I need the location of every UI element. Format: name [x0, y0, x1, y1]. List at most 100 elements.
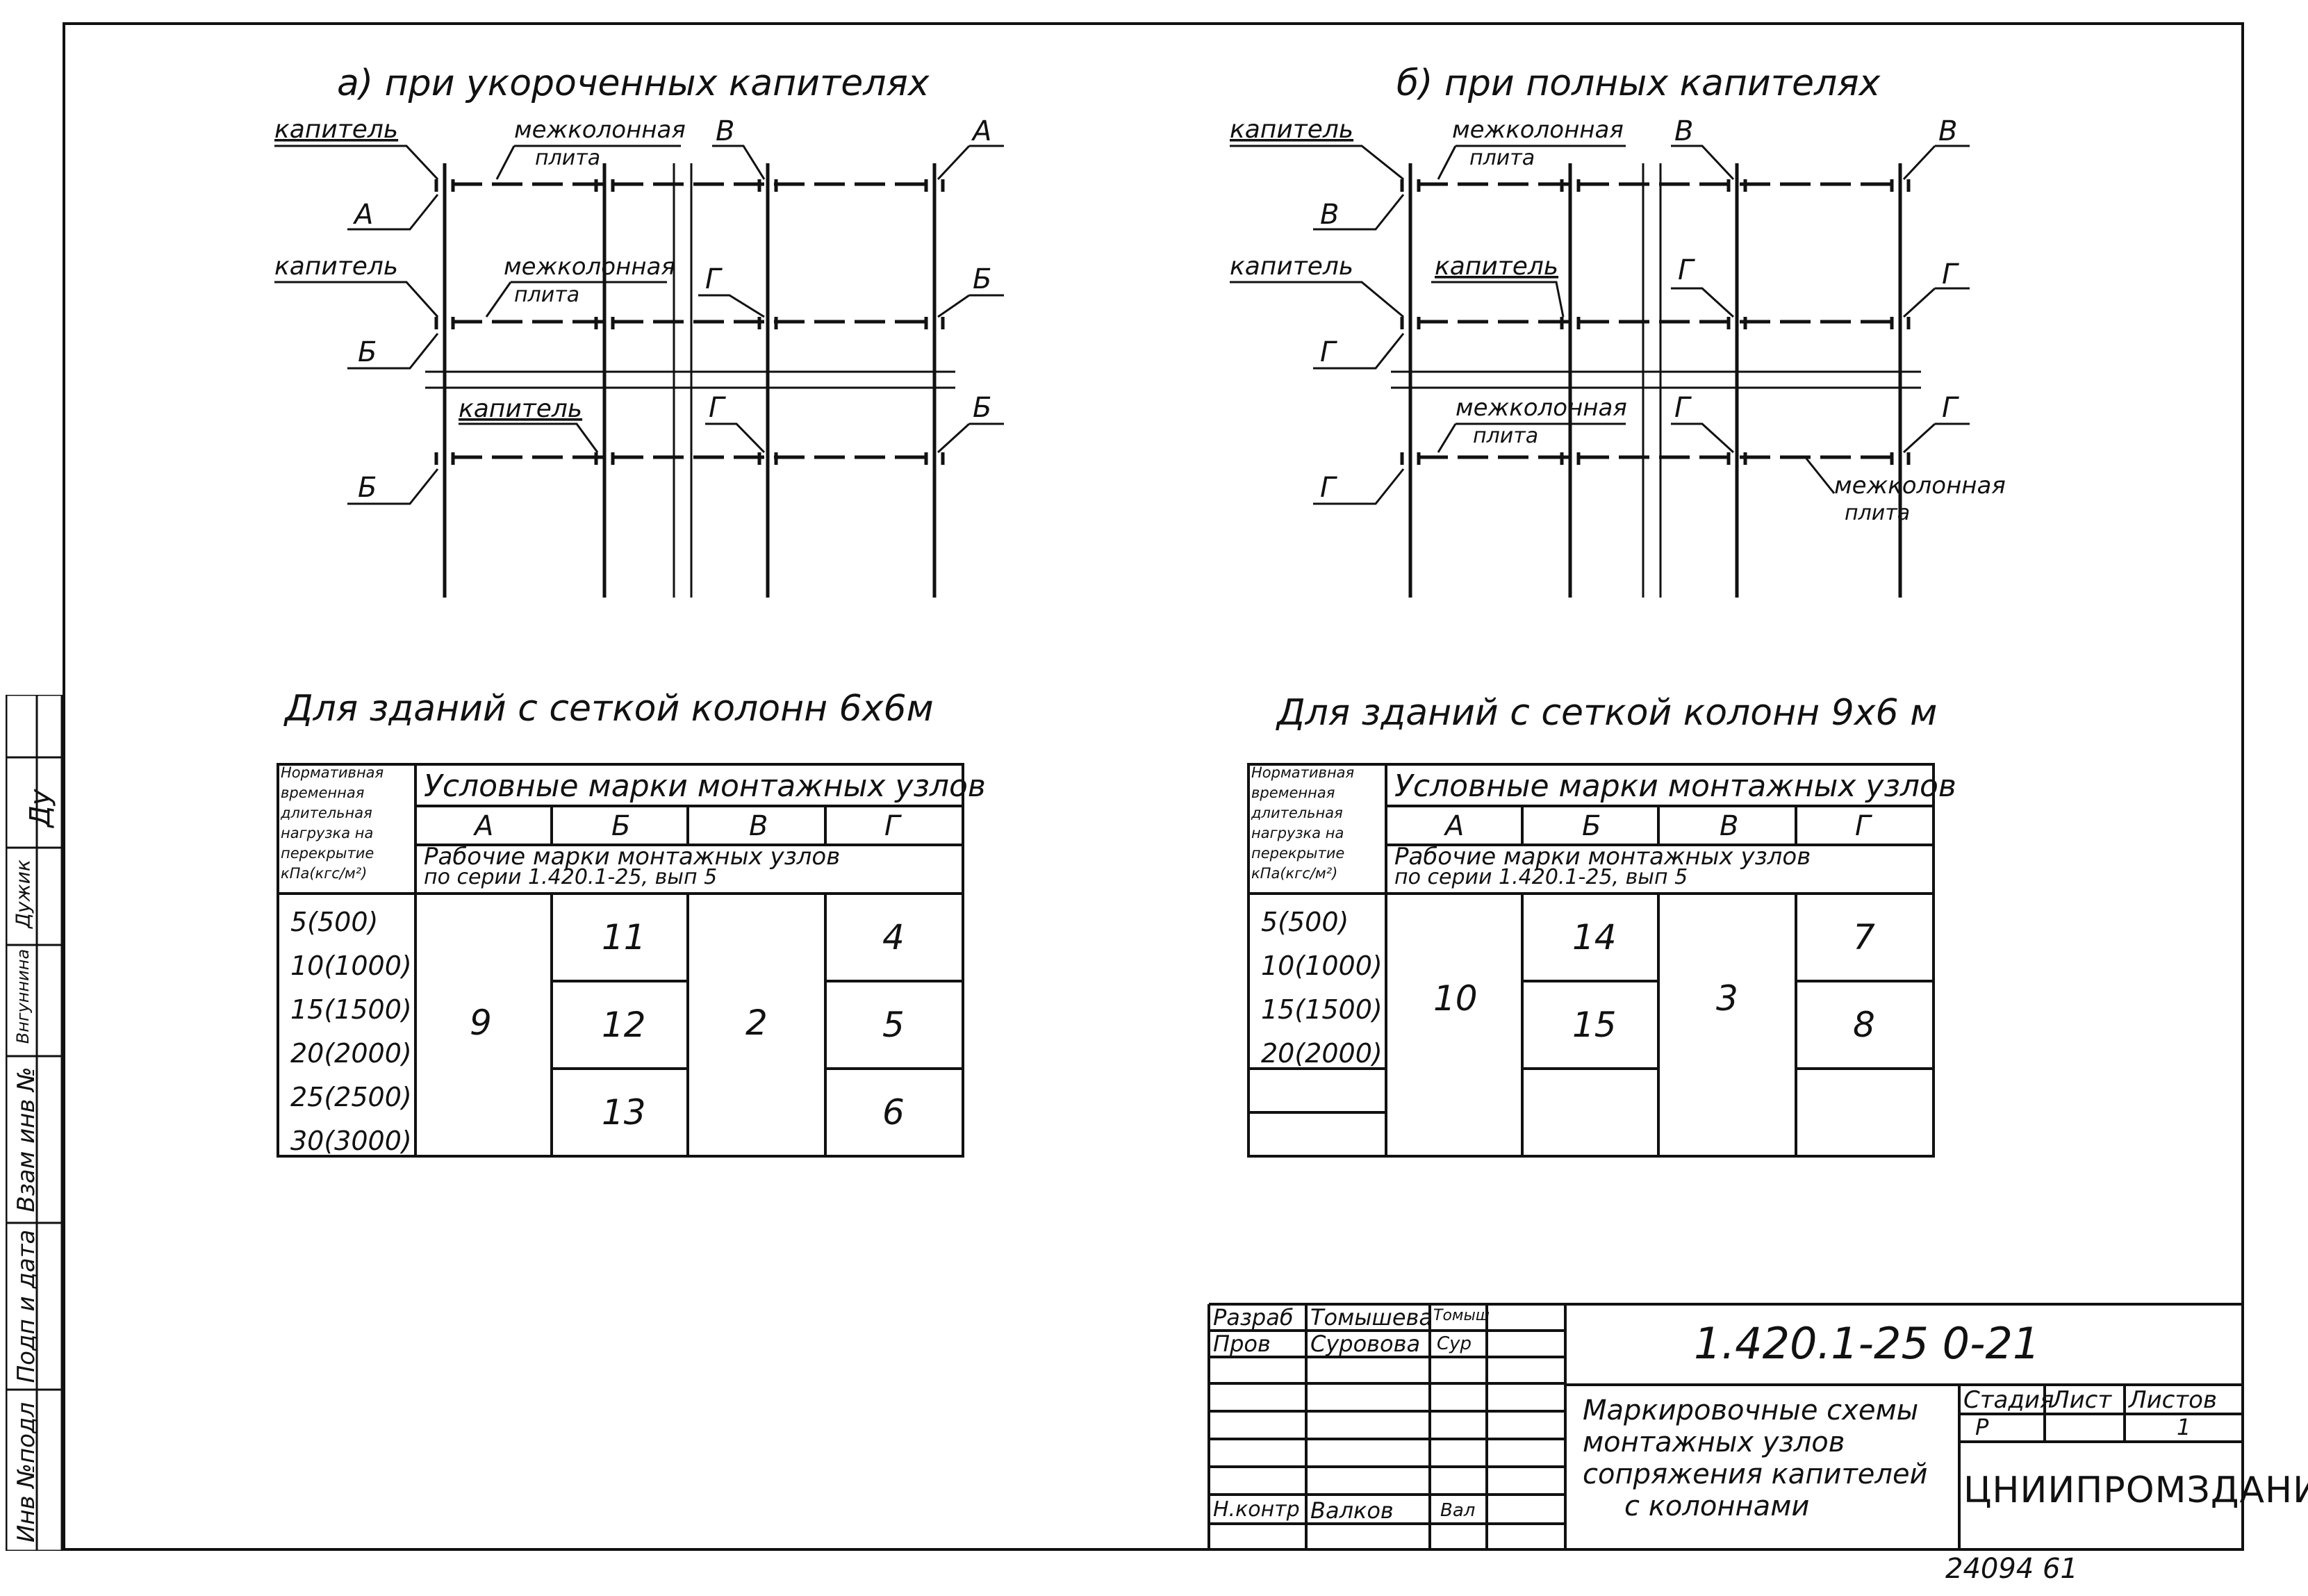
b-label-g-left: Г — [1320, 336, 1337, 368]
b-label-kapitel-3: капитель — [1435, 252, 1558, 281]
b-label-kapitel-2: капитель — [1230, 252, 1353, 281]
t6-col-a: А — [475, 810, 494, 842]
diagram-a-title: а) при укороченных капителях — [337, 63, 930, 104]
stamp-name-0: Томышева — [1310, 1304, 1433, 1331]
t6-load-h5: кПа(кгс/м²) — [281, 865, 368, 882]
b-label-v-right: В — [1938, 115, 1957, 147]
a-label-a-right: А — [971, 115, 991, 147]
t6-col-v: В — [749, 810, 768, 842]
t6-load-header: Нормативная временная длительная нагрузк… — [281, 763, 384, 884]
drawing-frame — [63, 22, 2244, 1551]
archive-number: 24094 61 — [1945, 1553, 2078, 1585]
t6-val-v: 2 — [745, 1003, 768, 1043]
t9-load-2: 15(1500) — [1261, 994, 1383, 1025]
a-label-kapitel-3: капитель — [459, 395, 582, 423]
b-label-g-right: Г — [1942, 258, 1959, 290]
t9-load-header: Нормативная временная длительная нагрузк… — [1251, 763, 1354, 884]
table-6x6-grid — [277, 763, 964, 1158]
stamp-name-1: Суровова — [1310, 1331, 1421, 1357]
t6-val-g0: 4 — [882, 917, 905, 957]
t6-val-a: 9 — [470, 1003, 492, 1043]
t9-val-a: 10 — [1433, 978, 1478, 1019]
stamp-stage-label: Стадия — [1963, 1386, 2054, 1414]
b-label-g-mid: Г — [1678, 254, 1695, 286]
t6-load-4: 25(2500) — [290, 1082, 412, 1112]
t9-col-g: Г — [1855, 810, 1871, 842]
t9-load-list: 5(500) 10(1000) 15(1500) 20(2000) — [1261, 900, 1383, 1076]
side-sign-1: Внгуннина — [13, 948, 33, 1044]
stamp-title-0: Маркировочные схемы — [1583, 1395, 1919, 1426]
b-label-g-left-low: Г — [1320, 472, 1337, 504]
t6-load-0: 5(500) — [290, 907, 379, 937]
a-label-g-low: Г — [709, 392, 726, 424]
a-label-kapitel-2: капитель — [274, 252, 398, 281]
stamp-role-2: Н.контр — [1213, 1497, 1300, 1522]
a-label-kapitel-1: капитель — [274, 115, 398, 144]
side-stamp: Инв №подл Подп и дата Взам инв № Внгунни… — [5, 693, 63, 1552]
t9-val-v: 3 — [1716, 978, 1738, 1019]
b-label-v-left: В — [1320, 199, 1339, 231]
t6-work2: по серии 1.420.1-25, вып 5 — [424, 865, 718, 889]
t6-val-b1: 12 — [602, 1005, 646, 1045]
stamp-role-0: Разраб — [1213, 1304, 1294, 1331]
stamp-code: 1.420.1-25 0-21 — [1694, 1318, 2041, 1369]
a-label-v-top: В — [716, 115, 734, 147]
t9-load-h0: Нормативная — [1251, 764, 1355, 781]
b-label-g-low: Г — [1674, 392, 1692, 424]
stamp-org: ЦНИИПРОМЗДАНИЙ — [1963, 1470, 2308, 1511]
side-label-vzam-inv: Взам инв № — [13, 1067, 40, 1212]
t6-col-g: Г — [884, 810, 900, 842]
t9-load-h5: кПа(кгс/м²) — [1251, 865, 1338, 882]
a-label-b-right: Б — [973, 263, 991, 295]
t6-load-5: 30(3000) — [290, 1126, 412, 1156]
stamp-sign-1: Сур — [1437, 1333, 1472, 1354]
stamp-sheets-value: 1 — [2177, 1414, 2191, 1440]
t9-work1: Рабочие марки монтажных узлов — [1394, 843, 1811, 871]
t6-marks-header: Условные марки монтажных узлов — [424, 768, 986, 804]
t6-load-h2: длительная — [281, 805, 372, 821]
b-label-v-top: В — [1674, 115, 1693, 147]
t6-load-h0: Нормативная — [281, 764, 384, 781]
table-9x6-grid — [1247, 763, 1935, 1158]
a-label-mezhkol-2: межколонная — [504, 253, 675, 281]
t6-load-list: 5(500) 10(1000) 15(1500) 20(2000) 25(250… — [290, 900, 412, 1163]
stamp-name-2: Валков — [1310, 1497, 1394, 1524]
a-label-b-left: Б — [358, 336, 377, 368]
diagram-b: капитель межколонная плита В В В капител… — [1230, 115, 2006, 598]
b-label-mezhkol-2: межколонная — [1456, 394, 1627, 422]
t9-val-g1: 8 — [1853, 1005, 1875, 1045]
t9-work2: по серии 1.420.1-25, вып 5 — [1394, 865, 1688, 889]
t9-val-g0: 7 — [1853, 917, 1875, 957]
a-label-plita-1: плита — [535, 146, 600, 170]
a-label-plita-2: плита — [514, 283, 579, 307]
stamp-sheets-label: Листов — [2129, 1386, 2218, 1414]
a-label-a-left: А — [352, 199, 373, 231]
t9-col-a: А — [1445, 810, 1465, 842]
t9-val-b1: 15 — [1572, 1005, 1617, 1045]
t6-val-b0: 11 — [602, 917, 646, 957]
stamp-sign-0: Томыш — [1433, 1307, 1490, 1324]
t6-load-2: 15(1500) — [290, 994, 412, 1025]
t6-col-b: Б — [611, 810, 631, 842]
a-label-g-mid: Г — [705, 263, 723, 295]
t9-val-b0: 14 — [1572, 917, 1617, 957]
title-block-grid — [1207, 1303, 2244, 1551]
stamp-title-2: сопряжения капителей — [1583, 1458, 1928, 1490]
table-6x6-title: Для зданий с сеткой колонн 6х6м — [285, 688, 934, 730]
t9-col-b: Б — [1582, 810, 1601, 842]
t6-val-g1: 5 — [882, 1005, 905, 1045]
diagram-b-title: б) при полных капителях — [1396, 63, 1881, 104]
t9-load-3: 20(2000) — [1261, 1038, 1383, 1069]
stamp-title-3: с колоннами — [1624, 1490, 1810, 1522]
stamp-role-1: Пров — [1213, 1331, 1271, 1357]
a-label-b-left-low: Б — [358, 472, 377, 504]
side-sign-3: Ду — [24, 789, 56, 828]
t9-col-v: В — [1720, 810, 1739, 842]
table-9x6: Нормативная временная длительная нагрузк… — [1247, 763, 1956, 1158]
stamp-sheet-label: Лист — [2052, 1386, 2112, 1414]
table-6x6: Нормативная временная длительная нагрузк… — [277, 763, 986, 1158]
t9-load-1: 10(1000) — [1261, 951, 1383, 981]
b-label-plita-1: плита — [1469, 146, 1535, 170]
t9-load-h3: нагрузка на — [1251, 825, 1344, 841]
stamp-title-1: монтажных узлов — [1583, 1426, 1845, 1458]
